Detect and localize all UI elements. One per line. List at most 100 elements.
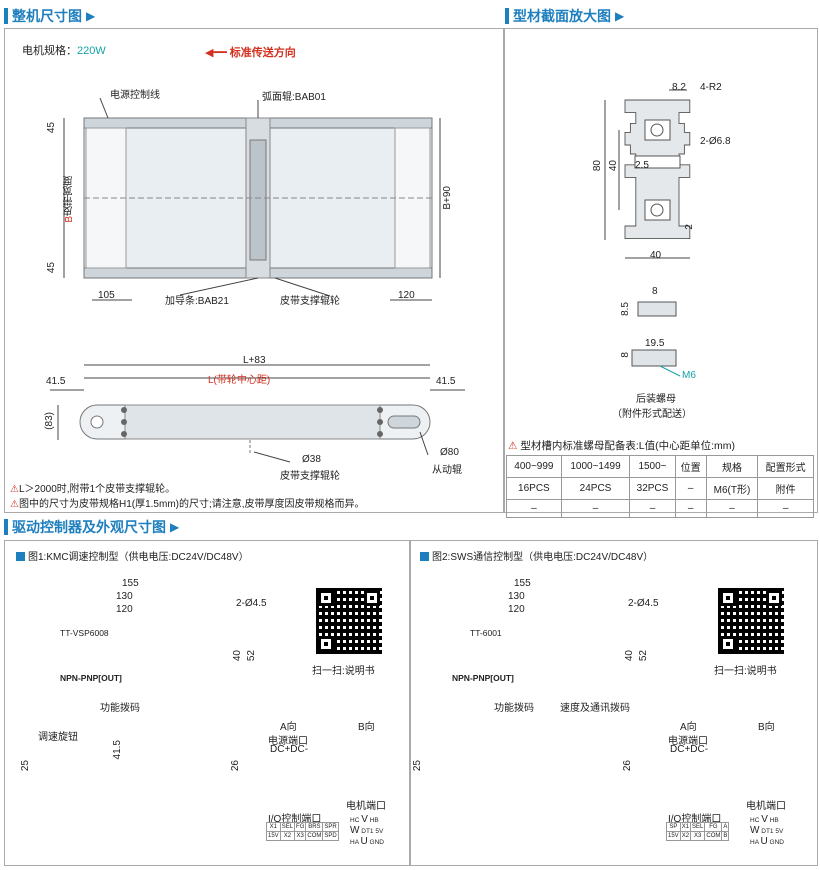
power-line-label: 电源控制线 xyxy=(110,90,160,101)
nut-caption-sub: （附件形式配送） xyxy=(612,409,692,420)
dim-2-5: 2.5 xyxy=(635,160,649,171)
device-label: TT-VSP6008 xyxy=(60,628,109,638)
warning-icon: ⚠ xyxy=(10,484,19,495)
dim-40-profile-h: 40 xyxy=(650,250,662,261)
pin-label: HC xyxy=(750,817,760,824)
table-cell: 1000~1499 xyxy=(560,455,631,478)
nut-table-title: ⚠ 型材槽内标准螺母配备表:L值(中心距单位:mm) xyxy=(508,438,735,453)
dim-nut-8: 8 xyxy=(652,286,658,297)
table-cell: SPD xyxy=(322,831,339,841)
table-cell: 附件 xyxy=(757,477,814,500)
fig1-caption-text: 图1:KMC调速控制型（供电电压:DC24V/DC48V） xyxy=(28,552,249,563)
dim-hole: 2-Ø4.5 xyxy=(236,598,267,609)
table-cell: 15V xyxy=(666,831,681,841)
table-cell: SEL xyxy=(690,822,706,832)
dim-25: 25 xyxy=(412,760,423,772)
dim-40-ctrl: 40 xyxy=(232,650,243,662)
square-icon xyxy=(16,552,25,561)
table-cell: – xyxy=(705,499,759,518)
direction-label: 标准传送方向 xyxy=(229,47,296,59)
table-cell: 配置形式 xyxy=(757,455,814,478)
table-cell: X1 xyxy=(266,822,281,832)
table-cell: 1500~ xyxy=(629,455,676,478)
table-cell: 位置 xyxy=(674,455,707,478)
table-cell: – xyxy=(629,499,676,518)
title-bar xyxy=(4,8,8,24)
profile-section xyxy=(604,89,691,259)
dim-45-top: 45 xyxy=(46,122,57,134)
motor-pins-1: HC V HB W DT1 5V HA U GND xyxy=(350,814,384,847)
belt-width-b: B xyxy=(64,216,75,223)
device-label: TT-6001 xyxy=(470,628,502,638)
pin-label: W xyxy=(350,825,360,836)
pin-label: GND xyxy=(769,839,784,846)
b-direction: B向 xyxy=(358,722,375,733)
nut-caption: 后装螺母 xyxy=(636,394,676,405)
dim-40-profile-v: 40 xyxy=(608,160,619,172)
pin-label: HB xyxy=(769,817,779,824)
pin-label: W xyxy=(750,825,760,836)
dim-120-ctrl: 120 xyxy=(116,604,133,615)
pin-label: DT1 xyxy=(761,828,774,835)
table-cell: X3 xyxy=(294,831,307,841)
speed-dip-label: 速度及通讯拨码 xyxy=(560,703,630,714)
table-cell: – xyxy=(506,499,562,518)
dc-label: DC+DC- xyxy=(270,744,309,755)
roller-label: 弧面辊:BAB01 xyxy=(262,92,326,103)
table-cell: X3 xyxy=(690,831,706,841)
table-cell: – xyxy=(757,499,814,518)
table-cell: 400~999 xyxy=(506,455,562,478)
a-direction: A向 xyxy=(280,722,297,733)
dim-25: 25 xyxy=(20,760,31,772)
motor-pins-2: HC V HB W DT1 5V HA U GND xyxy=(750,814,784,847)
io-port-label: I/O控制端口 xyxy=(268,814,322,825)
play-arrow-icon: ▶ xyxy=(86,9,96,23)
dim-155: 155 xyxy=(122,578,139,589)
warning-icon: ⚠ xyxy=(508,440,518,452)
dim-130: 130 xyxy=(116,591,133,602)
dim-nut-8b: 8 xyxy=(620,352,631,358)
nut-table: 400~999 1000~1499 1500~ 位置 规格 配置形式 16PCS… xyxy=(506,455,814,518)
fig1-caption: 图1:KMC调速控制型（供电电压:DC24V/DC48V） xyxy=(16,548,249,563)
dim-hole: 2-Ø4.5 xyxy=(628,598,659,609)
dim-2: 2 xyxy=(684,224,695,230)
dc-label: DC+DC- xyxy=(670,744,709,755)
table-cell: – xyxy=(674,477,707,500)
section-title-dimensions: 整机尺寸图 ▶ xyxy=(4,6,95,26)
section-title-text: 整机尺寸图 xyxy=(12,8,82,24)
table-cell: COM xyxy=(305,831,324,841)
pin-label: HA xyxy=(750,839,759,846)
table-cell: 16PCS xyxy=(506,477,562,500)
dim-b-plus-90: B+90 xyxy=(442,186,453,210)
motor-spec-value: 220W xyxy=(77,45,106,57)
pin-label: HB xyxy=(369,817,379,824)
support-roller-label-2: 皮带支撑辊轮 xyxy=(280,471,340,482)
table-cell: 24PCS xyxy=(560,477,631,500)
fig2-caption: 图2:SWS通信控制型（供电电压:DC24V/DC48V） xyxy=(420,548,653,563)
pin-label: DT1 xyxy=(361,828,374,835)
dim-45-bottom: 45 xyxy=(46,262,57,274)
dim-52-ctrl: 52 xyxy=(638,650,649,662)
dim-130: 130 xyxy=(508,591,525,602)
pin-label: V xyxy=(361,814,368,825)
table-cell: SPR xyxy=(322,822,339,832)
warning-icon: ⚠ xyxy=(10,499,19,510)
knob-label: 调速旋钮 xyxy=(38,732,78,743)
dim-l-plus-83: L+83 xyxy=(243,355,266,366)
qr-code xyxy=(718,588,784,654)
table-row: – – – – – – xyxy=(506,499,814,518)
table-cell: 32PCS xyxy=(629,477,676,500)
belt-width: B皮带宽度 xyxy=(62,176,77,223)
npn-label: NPN-PNP[OUT] xyxy=(60,673,122,683)
pin-label: U xyxy=(360,836,368,847)
driven-roller-label: 从动辊 xyxy=(432,465,462,476)
support-roller-label: 皮带支撑辊轮 xyxy=(280,296,340,307)
dim-80-profile: 80 xyxy=(592,160,603,172)
table-cell: X2 xyxy=(279,831,296,841)
table-cell: BRS xyxy=(305,822,324,832)
dim-52-ctrl: 52 xyxy=(246,650,257,662)
dim-2-d6-8: 2-Ø6.8 xyxy=(700,136,731,147)
